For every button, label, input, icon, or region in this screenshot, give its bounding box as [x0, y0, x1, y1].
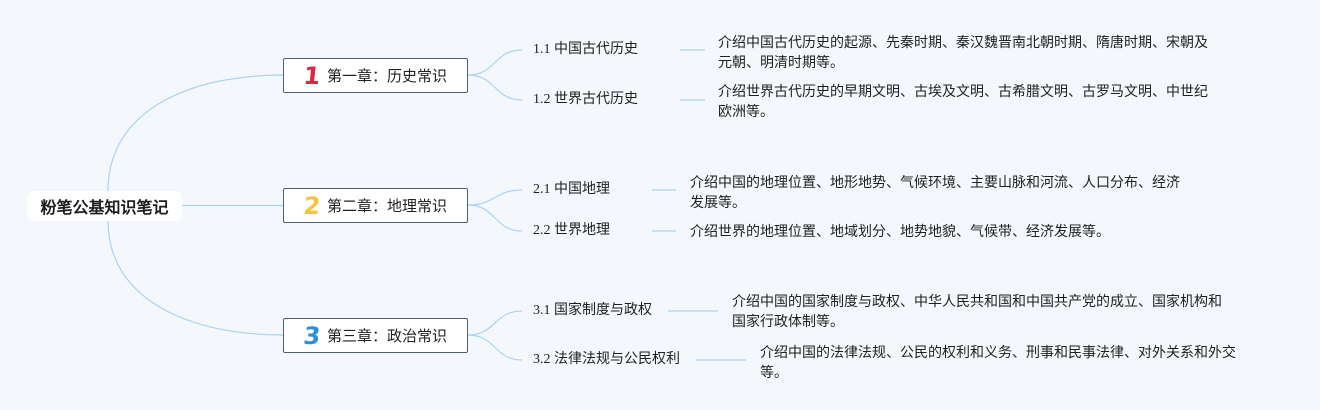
description-line: 介绍中国的法律法规、公民的权利和义务、刑事和民事法律、对外关系和外交 — [760, 344, 1236, 360]
chapter-node-title: 第二章：地理常识 — [327, 198, 448, 215]
chapter-node-2[interactable]: 2 第二章：地理常识 — [283, 188, 468, 223]
description-node-2-2[interactable]: 介绍世界的地理位置、地域划分、地势地貌、气候带、经济发展等。 — [690, 221, 1110, 241]
link-chapter-2-topic-2 — [467, 204, 523, 232]
topic-node-3-2[interactable]: 3.2 法律法规与公民权利 — [533, 352, 680, 367]
root-node[interactable]: 粉笔公基知识笔记 — [27, 191, 182, 221]
connector-group — [107, 49, 746, 361]
description-node-1-1[interactable]: 介绍中国古代历史的起源、先秦时期、秦汉魏晋南北朝时期、隋唐时期、宋朝及 元朝、明… — [718, 32, 1208, 72]
description-line: 介绍世界的地理位置、地域划分、地势地貌、气候带、经济发展等。 — [690, 223, 1110, 239]
link-chapter-3-topic-2 — [467, 334, 523, 361]
description-node-3-2[interactable]: 介绍中国的法律法规、公民的权利和义务、刑事和民事法律、对外关系和外交 等。 — [760, 342, 1236, 382]
link-chapter-1-topic-2 — [467, 74, 523, 101]
description-node-1-2[interactable]: 介绍世界古代历史的早期文明、古埃及文明、古希腊文明、古罗马文明、中世纪 欧洲等。 — [718, 81, 1208, 121]
priority-3-icon[interactable]: 3 — [302, 321, 322, 350]
priority-1-icon[interactable]: 1 — [302, 61, 322, 90]
topic-node-2-1[interactable]: 2.1 中国地理 — [533, 182, 610, 197]
description-node-3-1[interactable]: 介绍中国的国家制度与政权、中华人民共和国和中国共产党的成立、国家机构和 国家行政… — [732, 291, 1222, 331]
chapter-node-3[interactable]: 3 第三章：政治常识 — [283, 318, 468, 353]
root-node-title: 粉笔公基知识笔记 — [40, 200, 169, 217]
link-root-chapter-3 — [107, 220, 284, 336]
topic-node-1-2[interactable]: 1.2 世界古代历史 — [533, 92, 638, 107]
chapter-node-1[interactable]: 1 第一章：历史常识 — [283, 58, 468, 93]
description-line: 介绍中国古代历史的起源、先秦时期、秦汉魏晋南北朝时期、隋唐时期、宋朝及 — [718, 34, 1208, 50]
description-line: 介绍中国的地理位置、地形地势、气候环境、主要山脉和河流、人口分布、经济 — [690, 174, 1180, 190]
priority-2-icon[interactable]: 2 — [302, 191, 322, 220]
description-line: 欧洲等。 — [718, 103, 774, 119]
link-root-chapter-1 — [107, 74, 284, 192]
topic-node-2-2[interactable]: 2.2 世界地理 — [533, 223, 610, 238]
chapter-node-title: 第三章：政治常识 — [327, 328, 448, 345]
link-chapter-2-topic-1 — [467, 189, 523, 206]
description-line: 等。 — [760, 364, 788, 380]
topic-node-3-1[interactable]: 3.1 国家制度与政权 — [533, 303, 652, 318]
description-line: 介绍中国的国家制度与政权、中华人民共和国和中国共产党的成立、国家机构和 — [732, 293, 1222, 309]
topic-node-1-1[interactable]: 1.1 中国古代历史 — [533, 42, 638, 57]
description-line: 元朝、明清时期等。 — [718, 54, 844, 70]
link-chapter-1-topic-1 — [467, 49, 523, 76]
description-node-2-1[interactable]: 介绍中国的地理位置、地形地势、气候环境、主要山脉和河流、人口分布、经济 发展等。 — [690, 172, 1180, 212]
description-line: 发展等。 — [690, 194, 746, 210]
chapter-node-title: 第一章：历史常识 — [327, 68, 448, 85]
link-chapter-3-topic-1 — [467, 310, 523, 336]
description-line: 介绍世界古代历史的早期文明、古埃及文明、古希腊文明、古罗马文明、中世纪 — [718, 83, 1208, 99]
description-line: 国家行政体制等。 — [732, 313, 844, 329]
